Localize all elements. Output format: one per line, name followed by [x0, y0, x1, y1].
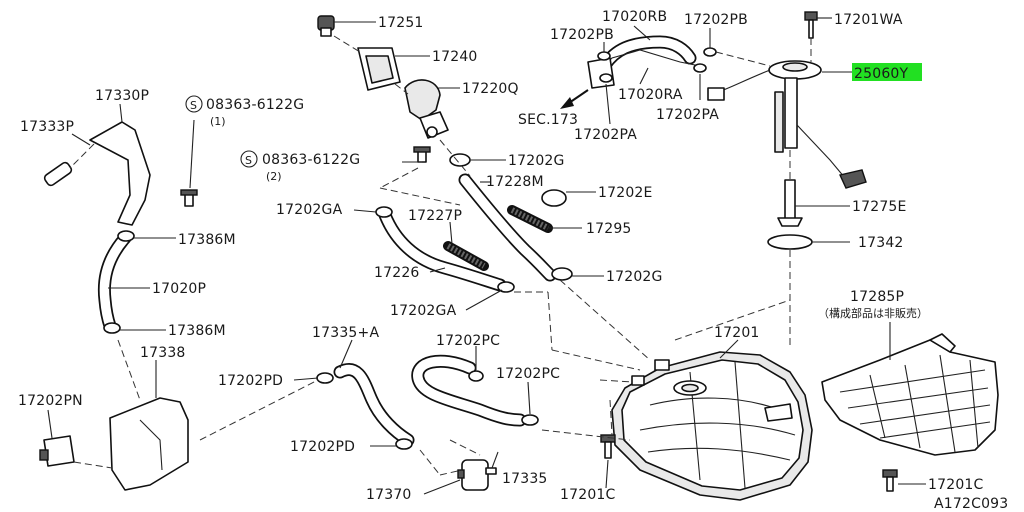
- label-17202pa-b[interactable]: 17202PA: [656, 107, 719, 123]
- arrow-sec-icon: [560, 89, 589, 109]
- label-17386m-b[interactable]: 17386M: [168, 323, 226, 339]
- label-17202pc-b[interactable]: 17202PC: [496, 366, 560, 382]
- label-17370[interactable]: 17370: [366, 487, 412, 503]
- clamp-17202e[interactable]: [541, 189, 567, 207]
- label-17342[interactable]: 17342: [858, 235, 904, 251]
- label-screw-1[interactable]: 08363-6122G: [206, 97, 304, 113]
- hose-17335a[interactable]: [333, 363, 415, 447]
- clamp-17202pb-left[interactable]: [597, 51, 611, 61]
- label-17295[interactable]: 17295: [586, 221, 632, 237]
- label-17201[interactable]: 17201: [714, 325, 760, 341]
- label-17202e[interactable]: 17202E: [598, 185, 653, 201]
- clamp-17202g-upper[interactable]: [449, 153, 471, 167]
- svg-text:S: S: [245, 154, 252, 167]
- label-17202ga-a[interactable]: 17202GA: [276, 202, 343, 218]
- clamp-17202ga-lower[interactable]: [497, 281, 515, 293]
- clamp-17202pa-left[interactable]: [599, 73, 613, 83]
- screw-08363-upper[interactable]: [180, 189, 198, 207]
- label-17202pn[interactable]: 17202PN: [18, 393, 83, 409]
- label-17227p[interactable]: 17227P: [408, 208, 462, 224]
- label-17285p[interactable]: 17285P: [850, 289, 904, 305]
- label-17201c-b[interactable]: 17201C: [928, 477, 984, 493]
- label-17020p[interactable]: 17020P: [152, 281, 206, 297]
- clamp-17202pd-lower[interactable]: [395, 438, 413, 450]
- label-17335[interactable]: 17335: [502, 471, 548, 487]
- label-17020ra[interactable]: 17020RA: [618, 87, 683, 103]
- cap-seal-17240[interactable]: [357, 47, 401, 91]
- label-17330p[interactable]: 17330P: [95, 88, 149, 104]
- label-screw-1-qty: (1): [210, 115, 226, 128]
- label-17285p-note: （構成部品は非販売）: [818, 306, 928, 320]
- clamp-17202pc-upper[interactable]: [468, 370, 484, 382]
- label-sec173[interactable]: SEC.173: [518, 112, 578, 128]
- label-17226[interactable]: 17226: [374, 265, 420, 281]
- diagram-id: A172C093: [934, 496, 1008, 512]
- filler-hose-17228m[interactable]: [458, 173, 557, 282]
- label-screw-2[interactable]: 08363-6122G: [262, 152, 360, 168]
- bracket-17330p[interactable]: [89, 121, 151, 226]
- label-17240[interactable]: 17240: [432, 49, 478, 65]
- label-17202pd-a[interactable]: 17202PD: [218, 373, 283, 389]
- label-25060y[interactable]: 25060Y: [854, 66, 909, 82]
- dashed-routing: [69, 139, 791, 476]
- valve-17333p[interactable]: [43, 161, 73, 187]
- label-screw-2-qty: (2): [266, 170, 282, 183]
- fuel-tank-17201[interactable]: [611, 351, 813, 501]
- clamp-17202g-lower[interactable]: [551, 267, 573, 281]
- bolt-17201c-right[interactable]: [882, 469, 898, 492]
- protector-17227p[interactable]: [443, 241, 489, 271]
- clamp-17202pb-right[interactable]: [703, 47, 717, 57]
- label-17202pd-b[interactable]: 17202PD: [290, 439, 355, 455]
- clamp-17202pa-right[interactable]: [693, 63, 707, 73]
- label-17202g-a[interactable]: 17202G: [508, 153, 565, 169]
- label-17202pb-b[interactable]: 17202PB: [684, 12, 748, 28]
- label-17202pc-a[interactable]: 17202PC: [436, 333, 500, 349]
- callout-labels: 17251 17240 17220Q 17020RB 17202PB 17202…: [18, 9, 1008, 512]
- part-17275e[interactable]: [777, 179, 803, 227]
- label-17202pb-a[interactable]: 17202PB: [550, 27, 614, 43]
- corrugated-hose-17295[interactable]: [507, 205, 553, 233]
- leader-lines: [47, 17, 926, 495]
- bolt-17201wa[interactable]: [804, 11, 818, 39]
- label-17335a[interactable]: 17335+A: [312, 325, 379, 341]
- clamp-17202pc-lower[interactable]: [521, 414, 539, 426]
- clamp-17386m-lower[interactable]: [103, 322, 121, 334]
- label-17202ga-b[interactable]: 17202GA: [390, 303, 457, 319]
- hose-17020p[interactable]: [97, 231, 132, 333]
- label-17228m[interactable]: 17228M: [486, 174, 544, 190]
- circled-s-icon: S S: [185, 95, 258, 168]
- hose-17020rb[interactable]: [598, 35, 697, 72]
- label-17020rb[interactable]: 17020RB: [602, 9, 667, 25]
- label-17202g-b[interactable]: 17202G: [606, 269, 663, 285]
- clamp-17386m-upper[interactable]: [117, 230, 135, 242]
- clamp-17202pd-upper[interactable]: [316, 372, 334, 384]
- gasket-17342[interactable]: [767, 234, 813, 250]
- heat-shield-17285p[interactable]: [821, 333, 999, 456]
- label-17275e[interactable]: 17275E: [852, 199, 907, 215]
- label-17201wa[interactable]: 17201WA: [834, 12, 903, 28]
- clamp-17202ga-upper[interactable]: [375, 206, 393, 218]
- label-17333p[interactable]: 17333P: [20, 119, 74, 135]
- connector-17202pn[interactable]: [39, 435, 75, 467]
- canister-bracket-17338[interactable]: [109, 397, 189, 491]
- hose-17335[interactable]: [411, 354, 527, 427]
- screw-08363-lower[interactable]: [413, 146, 431, 163]
- label-17338[interactable]: 17338: [140, 345, 186, 361]
- bolt-17201c-left[interactable]: [600, 434, 616, 459]
- filter-17370[interactable]: [457, 459, 497, 491]
- fuel-pump-25060y[interactable]: [707, 60, 867, 189]
- label-17386m-a[interactable]: 17386M: [178, 232, 236, 248]
- filler-neck-17220q[interactable]: [404, 79, 449, 139]
- label-17202pa-a[interactable]: 17202PA: [574, 127, 637, 143]
- cap-17251[interactable]: [317, 15, 335, 37]
- label-17251[interactable]: 17251: [378, 15, 424, 31]
- label-17220q[interactable]: 17220Q: [462, 81, 519, 97]
- label-17201c-a[interactable]: 17201C: [560, 487, 616, 503]
- svg-text:S: S: [190, 99, 197, 112]
